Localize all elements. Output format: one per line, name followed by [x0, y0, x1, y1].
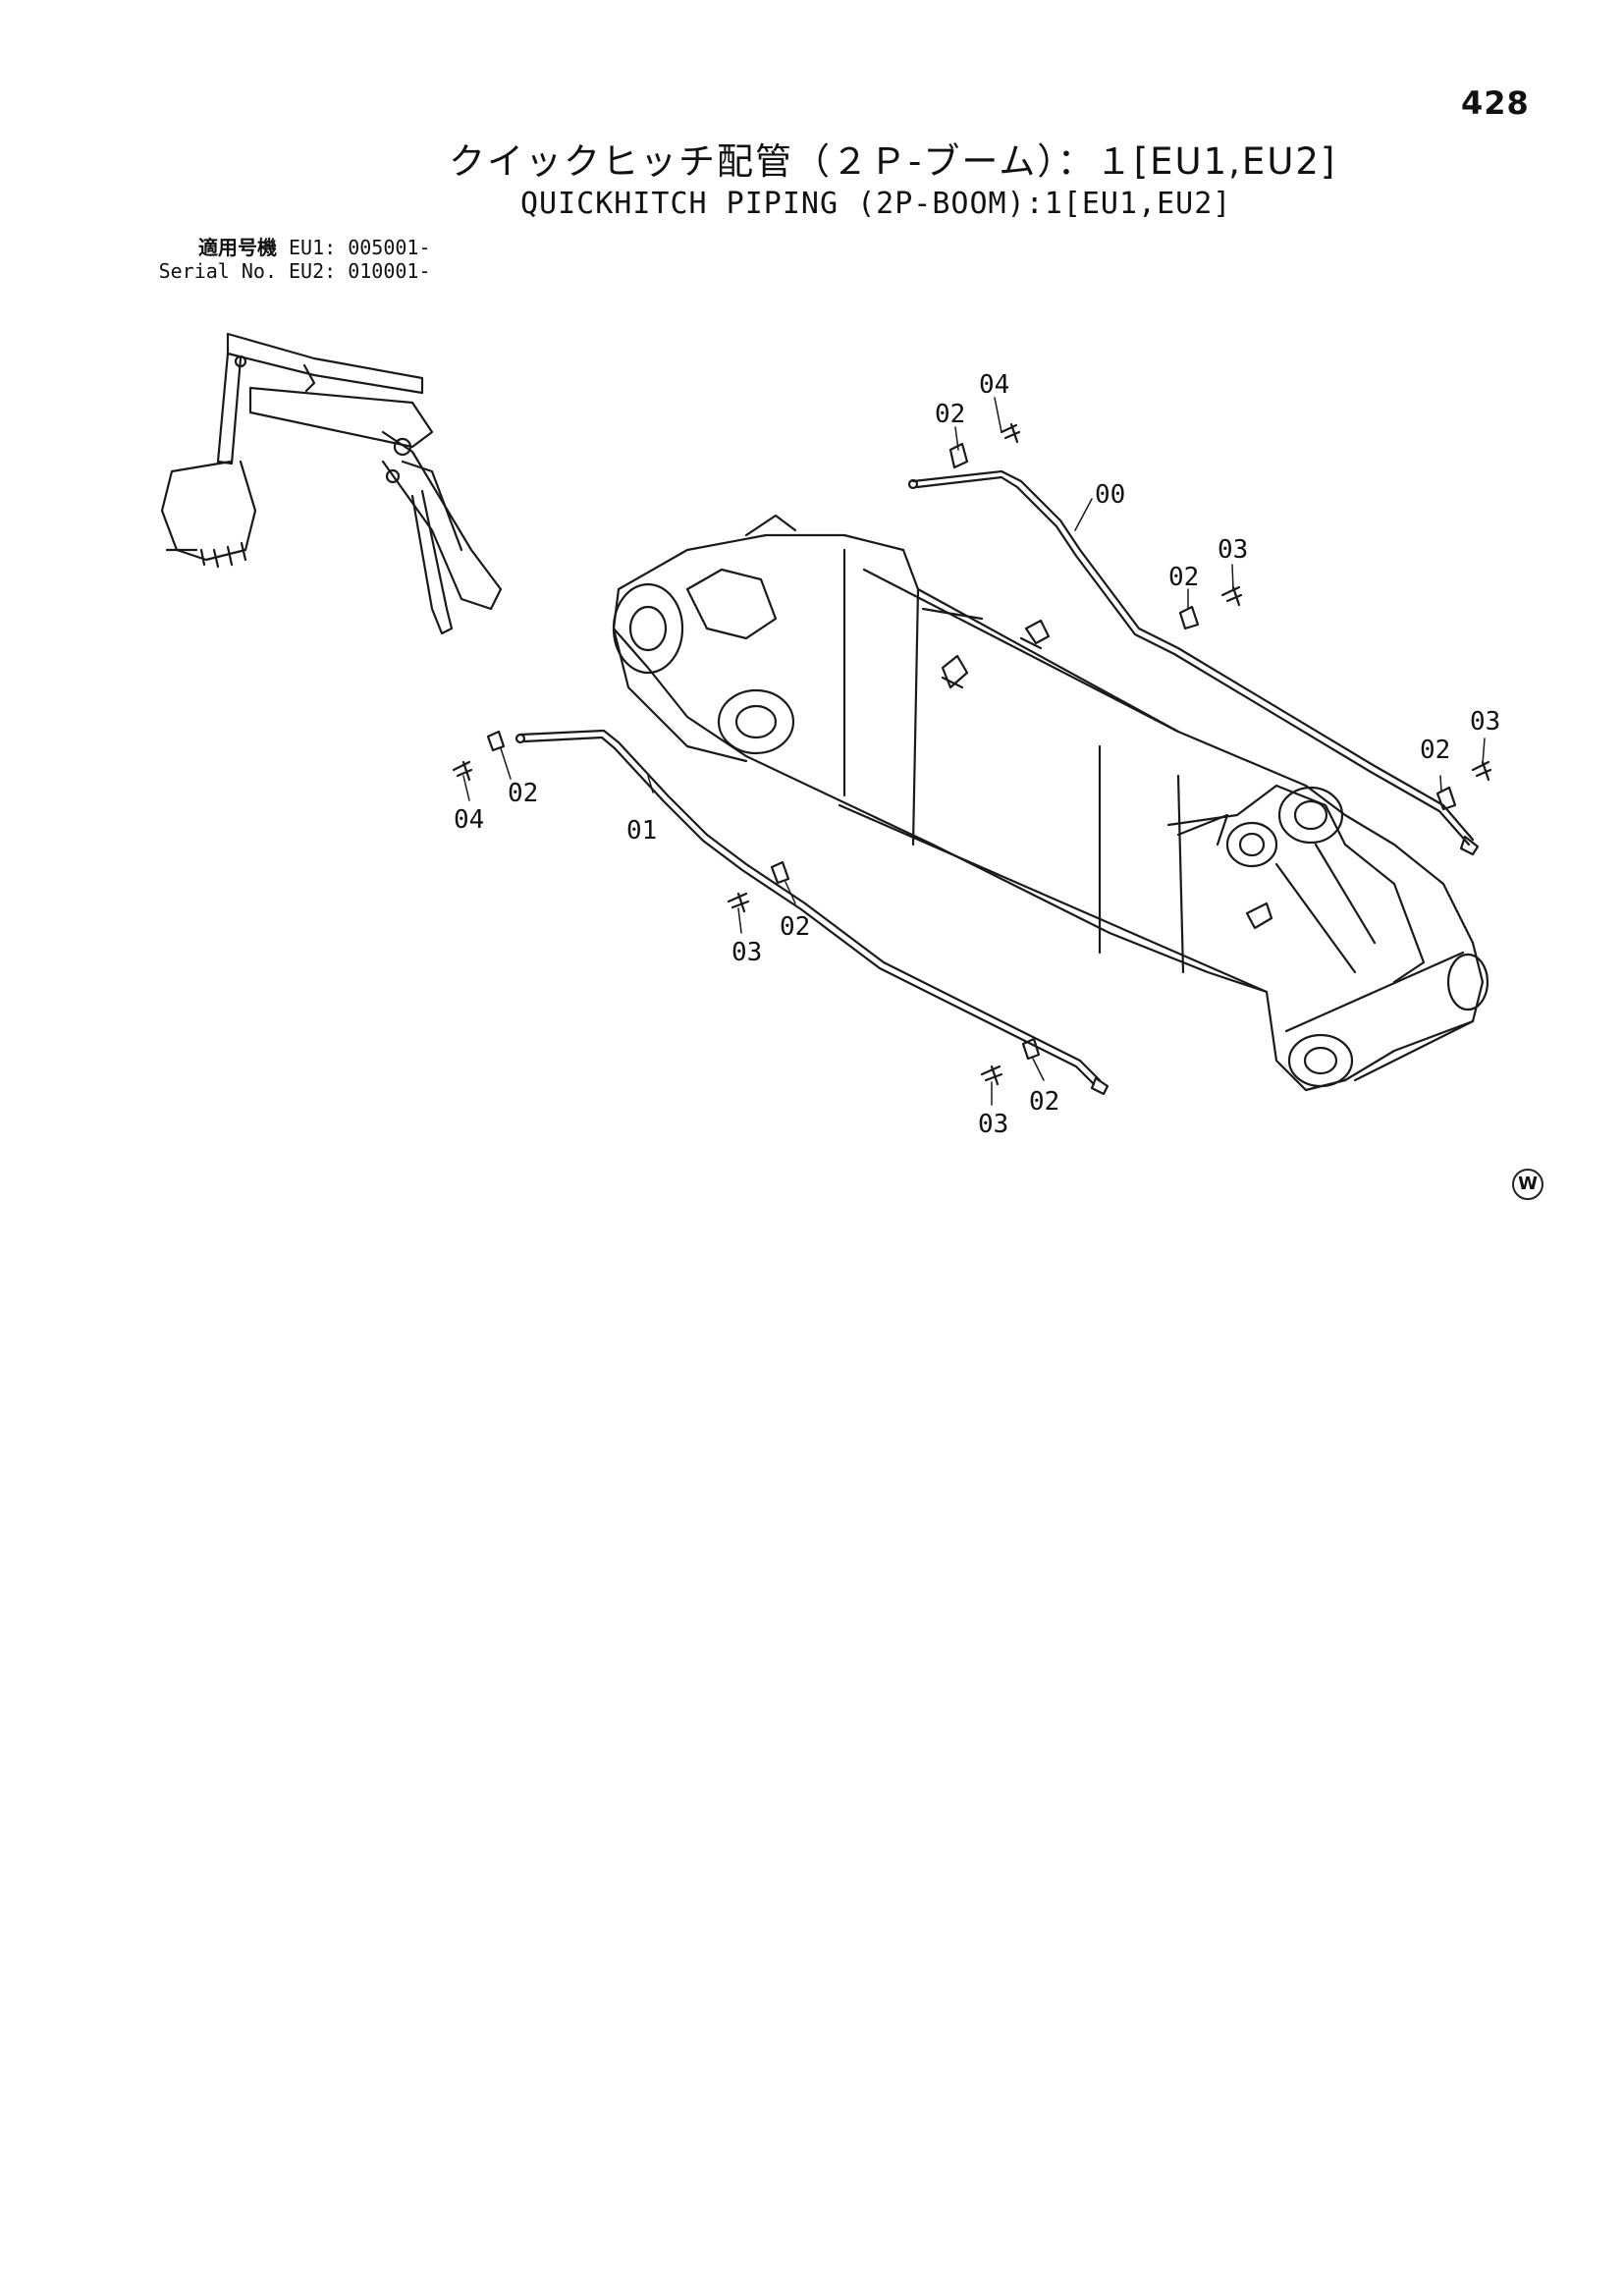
serial-label-en: Serial No. [158, 259, 277, 283]
serial-eu2: EU2: 010001- [289, 259, 431, 283]
serial-row-eu1: 適用号機 EU1: 005001- [149, 236, 431, 259]
serial-row-eu2: Serial No. EU2: 010001- [149, 259, 431, 283]
leader-lines [462, 397, 1486, 1106]
title-english: QUICKHITCH PIPING (2P-BOOM):1[EU1,EU2] [520, 187, 1232, 221]
excavator-overview [160, 332, 503, 635]
callout-03-bottom: 03 [978, 1110, 1008, 1139]
callout-03-right: 03 [1470, 707, 1500, 737]
serial-block: 適用号機 EU1: 005001- Serial No. EU2: 010001- [149, 236, 431, 283]
page-number: 428 [1461, 84, 1530, 122]
pipe-01 [514, 729, 1110, 1096]
callout-labels: 04 02 00 03 02 03 02 04 02 01 03 02 03 0… [454, 370, 1500, 1139]
title-japanese: クイックヒッチ配管（２Ｐ-ブーム）：１[EU1,EU2] [449, 140, 1337, 183]
pipe-00 [907, 469, 1480, 856]
callout-02-bottom: 02 [1029, 1087, 1059, 1117]
boom-body [612, 514, 1489, 1092]
callout-00: 00 [1095, 480, 1125, 510]
clamps-and-bolts [452, 422, 1492, 1086]
callout-04-top: 04 [979, 370, 1009, 400]
callout-02-upper: 02 [1168, 563, 1199, 592]
callout-03-mid: 03 [731, 938, 762, 967]
w-mark-icon: W [1512, 1169, 1543, 1200]
callout-02-top: 02 [935, 400, 965, 429]
callout-01: 01 [626, 816, 657, 846]
serial-eu1: EU1: 005001- [289, 236, 431, 259]
serial-label-jp: 適用号機 [198, 236, 277, 259]
callout-02-right: 02 [1420, 736, 1450, 765]
callout-03-upper: 03 [1218, 535, 1248, 565]
callout-02-mid: 02 [780, 912, 810, 942]
callout-04-left: 04 [454, 805, 484, 835]
callout-02-left: 02 [508, 779, 538, 808]
